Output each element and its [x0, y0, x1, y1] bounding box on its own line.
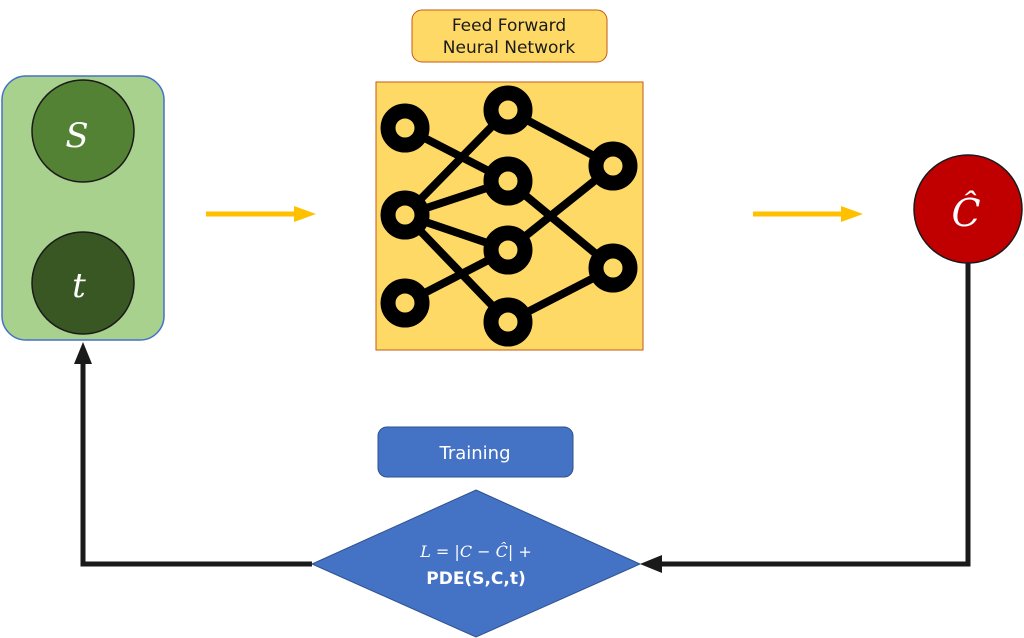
network-title-line2: Neural Network: [443, 38, 576, 58]
nn-node: [380, 190, 430, 240]
feedback-arrow-output-to-loss: [640, 263, 971, 573]
loss-formula-line1: L = |C − Ĉ| +: [419, 541, 532, 561]
forward-arrow-network-to-output: [753, 206, 863, 222]
input-node-s: S: [31, 79, 135, 183]
input-s-label: S: [65, 116, 88, 156]
loss-function-diamond: L = |C − Ĉ| + PDE(S,C,t): [310, 489, 642, 638]
training-label-box: Training: [377, 426, 574, 478]
nn-node: [380, 103, 430, 153]
feedback-arrow-loss-to-input: [74, 342, 312, 567]
neural-network-icon: [375, 81, 644, 351]
nn-node: [588, 141, 638, 191]
nn-node: [483, 297, 533, 347]
training-label: Training: [438, 443, 510, 464]
nn-node: [483, 156, 533, 206]
input-node-t: t: [31, 231, 135, 335]
input-t-label: t: [72, 266, 86, 306]
nn-node: [588, 243, 638, 293]
nn-node: [483, 85, 533, 135]
nn-node: [380, 278, 430, 328]
output-node-c-hat: Ĉ: [913, 154, 1023, 264]
network-title-line1: Feed Forward: [452, 16, 566, 36]
network-title-box: Feed Forward Neural Network: [411, 9, 608, 63]
loss-formula-line2: PDE(S,C,t): [426, 569, 526, 589]
output-label: Ĉ: [951, 191, 980, 235]
forward-arrow-input-to-network: [206, 206, 316, 222]
nn-node: [483, 225, 533, 275]
